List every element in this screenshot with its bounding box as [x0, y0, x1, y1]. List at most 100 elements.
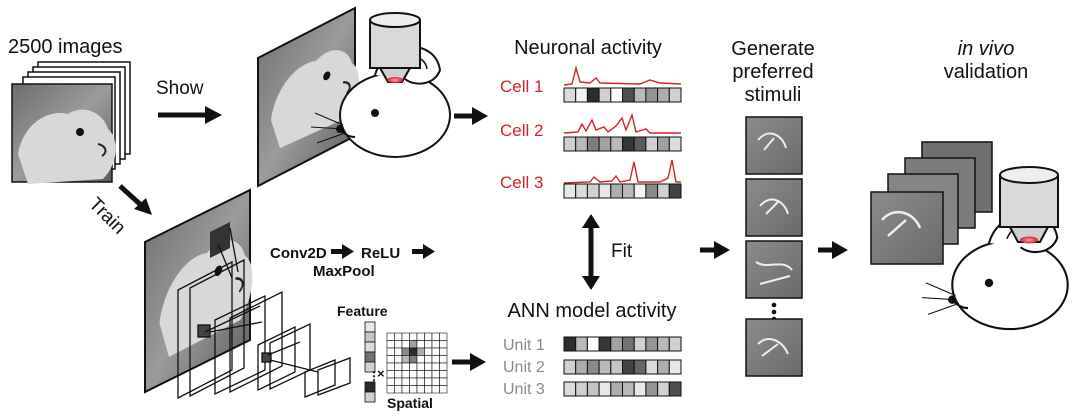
spatial-cell: [401, 340, 410, 349]
feature-cell: [364, 381, 376, 393]
stimulus-1: [745, 116, 803, 175]
microscope-bottom-icon: [999, 166, 1059, 244]
spatial-cell: [394, 340, 403, 349]
spatial-cell: [401, 362, 410, 371]
cell-3-bin-7: [633, 183, 647, 199]
spatial-cell: [394, 377, 403, 386]
spatial-cell: [431, 355, 440, 364]
unit-1-bin-10: [668, 336, 682, 352]
spatial-cell: [424, 370, 433, 379]
unit-3-bin-4: [598, 381, 612, 397]
spatial-cell: [401, 347, 410, 356]
unit-2-bin-9: [657, 359, 670, 375]
spatial-label: Spatial: [387, 395, 433, 411]
arrow-to-generate: [700, 241, 730, 259]
spatial-cell: [416, 347, 425, 356]
feature-cell: [364, 391, 376, 403]
spatial-cell: [431, 377, 440, 386]
unit-3-bin-2: [575, 381, 588, 397]
unit-3-bin-9: [657, 381, 670, 397]
unit-3-label: Unit 3: [503, 381, 545, 398]
arrow-to-ann-activity: [452, 353, 486, 371]
unit-3-bin-5: [610, 381, 623, 397]
image-stack: [11, 61, 131, 185]
spatial-cell: [439, 362, 448, 371]
unit-activity-rows: [563, 336, 682, 397]
spatial-cell: [409, 355, 418, 364]
pipeline-arrows: [331, 244, 435, 259]
cell-1-bin-3: [586, 87, 600, 103]
unit-2-bin-10: [668, 359, 682, 375]
cell-2-bin-6: [622, 136, 635, 152]
spatial-cell: [424, 332, 433, 341]
cell-1-bin-9: [657, 87, 670, 103]
feature-ellipsis: ⋮: [368, 369, 380, 383]
cell-2-bin-4: [598, 136, 612, 152]
cell-activity-rows: [563, 87, 682, 199]
neuronal-traces: [563, 65, 682, 184]
stimulus-3: [745, 240, 803, 299]
cell-1-label: Cell 1: [500, 77, 543, 96]
feature-label: Feature: [337, 303, 388, 319]
show-arrow: [158, 106, 222, 124]
unit-3-bin-10: [668, 381, 682, 397]
spatial-cell: [409, 385, 418, 394]
spatial-cell: [394, 332, 403, 341]
spatial-cell: [386, 362, 395, 371]
unit-2-bin-4: [598, 359, 612, 375]
spatial-cell: [386, 340, 395, 349]
ann-input-image: [144, 188, 254, 394]
times-symbol: ×: [377, 366, 385, 381]
spatial-cell: [409, 347, 418, 356]
spatial-cell: [394, 347, 403, 356]
cell-3-bin-2: [575, 183, 588, 199]
conv-blocks: [177, 227, 351, 400]
arrow-to-neuronal: [454, 107, 488, 125]
generate-title-line-3: stimuli: [745, 84, 802, 106]
unit-1-bin-3: [586, 336, 600, 352]
feature-cell: [364, 321, 376, 333]
unit-1-bin-5: [610, 336, 623, 352]
cell-1-bin-10: [668, 87, 682, 103]
unit-3-bin-7: [633, 381, 647, 397]
display-screen: [257, 6, 361, 188]
cell-2-bin-5: [610, 136, 623, 152]
unit-2-bin-3: [586, 359, 600, 375]
ann-activity-title: ANN model activity: [508, 300, 677, 322]
spatial-cell: [401, 332, 410, 341]
cell-2-bin-8: [645, 136, 659, 152]
cell-3-trace: [563, 159, 681, 184]
spatial-cell: [431, 340, 440, 349]
spatial-cell: [401, 355, 410, 364]
cell-3-bin-3: [586, 183, 600, 199]
unit-1-bin-7: [633, 336, 647, 352]
unit-2-bin-7: [633, 359, 647, 375]
spatial-cell: [386, 385, 395, 394]
spatial-cell: [416, 355, 425, 364]
spatial-cell: [394, 355, 403, 364]
cell-2-bin-9: [657, 136, 670, 152]
unit-2-bin-5: [610, 359, 623, 375]
cell-3-label: Cell 3: [500, 173, 543, 192]
unit-2-bin-1: [563, 359, 577, 375]
spatial-cell: [401, 385, 410, 394]
cell-2-bin-10: [668, 136, 682, 152]
spatial-cell: [401, 370, 410, 379]
spatial-cell: [431, 347, 440, 356]
spatial-cell: [424, 355, 433, 364]
cell-2-bin-3: [586, 136, 600, 152]
neuronal-activity-title: Neuronal activity: [514, 37, 662, 59]
spatial-cell: [439, 370, 448, 379]
cell-2-bin-2: [575, 136, 588, 152]
generate-title-line-2: preferred: [732, 61, 813, 83]
spatial-cell: [439, 340, 448, 349]
cell-2-bin-1: [563, 136, 577, 152]
feature-cell: [364, 331, 376, 343]
generated-stimuli: [745, 116, 803, 377]
unit-2-label: Unit 2: [503, 359, 545, 376]
spatial-cell: [386, 332, 395, 341]
feature-cell: [364, 351, 376, 363]
unit-2-bin-2: [575, 359, 588, 375]
spatial-cell: [424, 340, 433, 349]
